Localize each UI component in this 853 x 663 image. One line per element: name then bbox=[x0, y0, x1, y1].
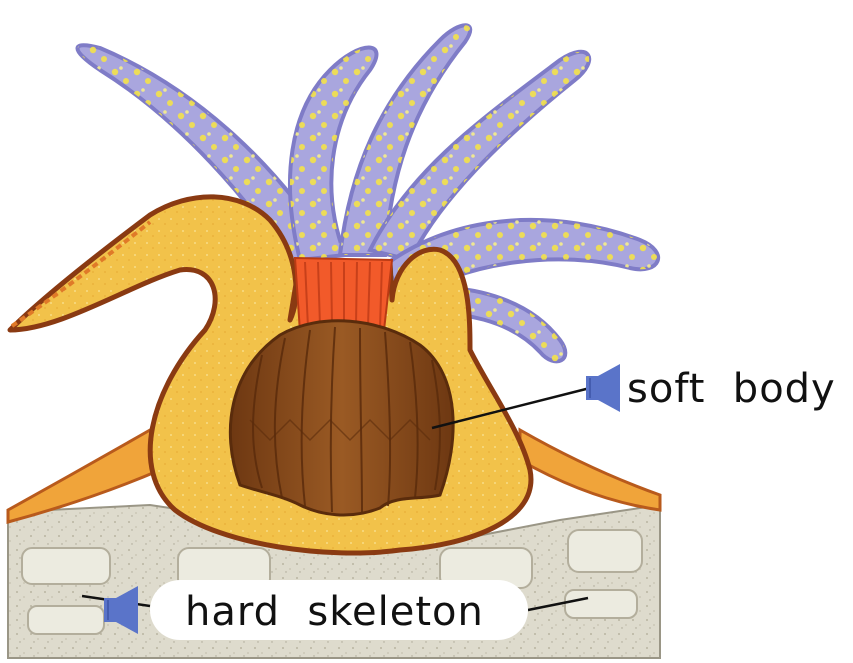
soft-body bbox=[230, 321, 453, 515]
soft-body-text: soft body bbox=[627, 366, 836, 412]
speaker-icon[interactable] bbox=[586, 364, 620, 412]
hard-skeleton-text: hard skeleton bbox=[185, 589, 484, 635]
